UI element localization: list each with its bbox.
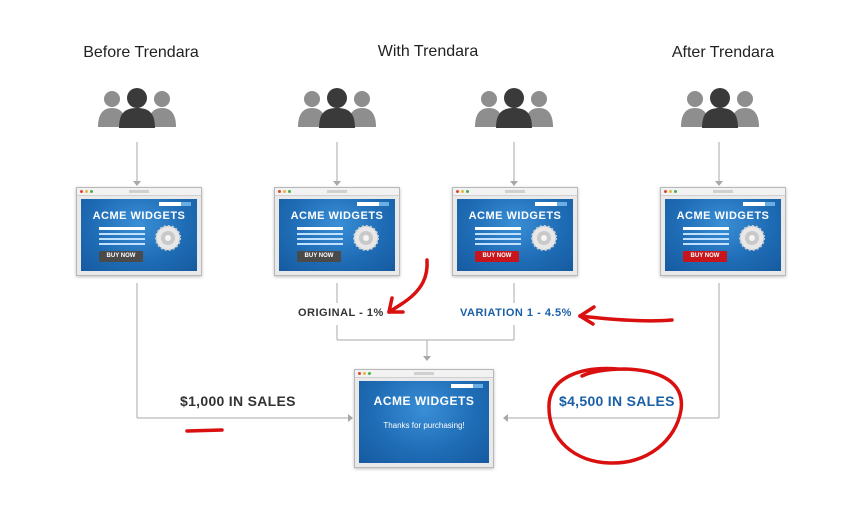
browser-bar — [275, 188, 399, 196]
text-lines — [683, 227, 729, 248]
browser-bar — [453, 188, 577, 196]
text-lines — [475, 227, 521, 248]
site-title: ACME WIDGETS — [92, 210, 186, 222]
browser-bar — [661, 188, 785, 196]
browser-bar — [355, 370, 493, 378]
buy-now-button[interactable]: BUY NOW — [297, 251, 341, 262]
site-nav — [451, 384, 483, 388]
heading-with-trendara: With Trendara — [377, 43, 479, 60]
website-mockup-after: ACME WIDGETS BUY NOW — [660, 187, 786, 276]
site-nav — [535, 202, 567, 206]
browser-bar — [77, 188, 201, 196]
sales-after: $4,500 IN SALES — [559, 393, 675, 409]
thank-you-message: Thanks for purchasing! — [383, 421, 465, 430]
heading-before-trendara: Before Trendara — [83, 44, 199, 61]
label-original: ORIGINAL - 1% — [298, 307, 384, 319]
website-mockup-original: ACME WIDGETS BUY NOW — [274, 187, 400, 276]
people-group-icon — [475, 88, 553, 128]
text-lines — [297, 227, 343, 248]
website-mockup-variation: ACME WIDGETS BUY NOW — [452, 187, 578, 276]
buy-now-button[interactable]: BUY NOW — [683, 251, 727, 262]
site-title: ACME WIDGETS — [373, 394, 475, 408]
label-variation: VARIATION 1 - 4.5% — [460, 307, 572, 319]
gear-icon — [353, 225, 379, 251]
site-title: ACME WIDGETS — [676, 210, 770, 222]
people-group-icon — [681, 88, 759, 128]
buy-now-button[interactable]: BUY NOW — [99, 251, 143, 262]
site-nav — [743, 202, 775, 206]
heading-after-trendara: After Trendara — [671, 44, 775, 61]
gear-icon — [155, 225, 181, 251]
buy-now-button[interactable]: BUY NOW — [475, 251, 519, 262]
text-lines — [99, 227, 145, 248]
site-nav — [357, 202, 389, 206]
site-title: ACME WIDGETS — [290, 210, 384, 222]
site-title: ACME WIDGETS — [468, 210, 562, 222]
site-nav — [159, 202, 191, 206]
sales-before: $1,000 IN SALES — [180, 393, 296, 409]
website-mockup-before: ACME WIDGETS BUY NOW — [76, 187, 202, 276]
gear-icon — [739, 225, 765, 251]
people-group-icon — [298, 88, 376, 128]
gear-icon — [531, 225, 557, 251]
people-group-icon — [98, 88, 176, 128]
website-mockup-thank-you: ACME WIDGETS Thanks for purchasing! — [354, 369, 494, 468]
